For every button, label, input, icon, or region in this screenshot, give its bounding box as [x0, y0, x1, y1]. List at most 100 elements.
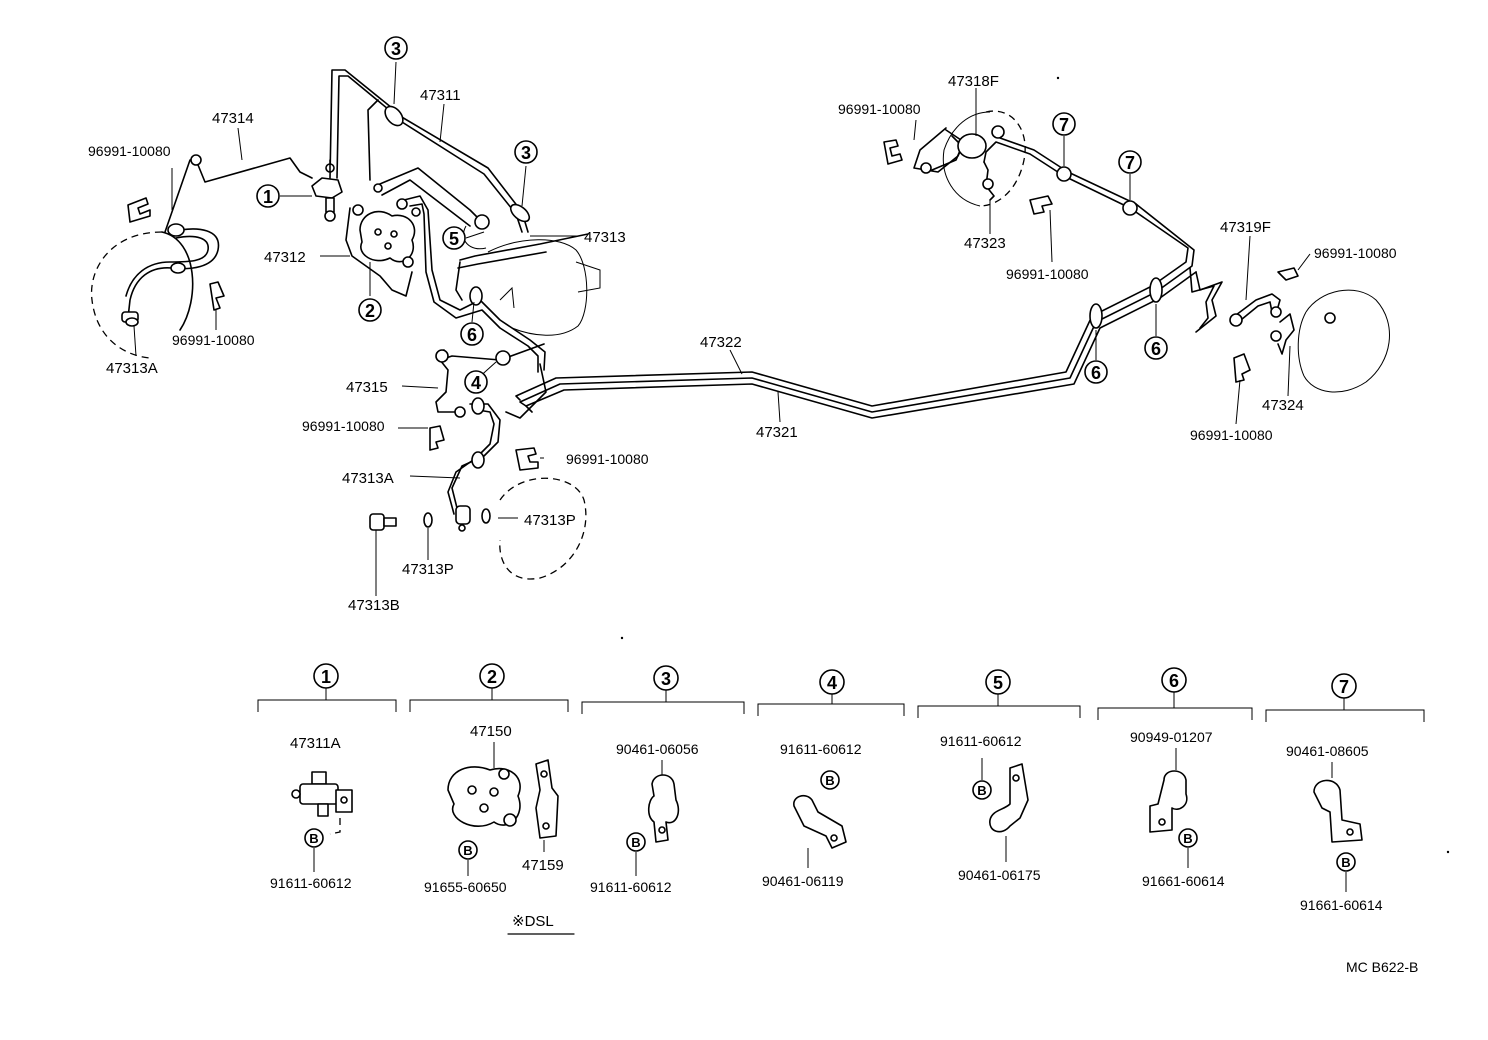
pipe-47315 — [435, 343, 545, 418]
bolt-mark: B — [1336, 852, 1356, 872]
group-brackets — [257, 688, 1425, 722]
label-clip-96991-10080: 96991-10080 — [88, 143, 171, 159]
svg-text:B: B — [825, 773, 834, 788]
rear-right-drum — [1270, 289, 1390, 393]
pipe-clamp-icon — [989, 763, 1029, 833]
part-91661-60614: 91661-60614 — [1142, 873, 1225, 889]
part-90461-08605: 90461-08605 — [1286, 743, 1369, 759]
clip-icon — [515, 447, 539, 471]
junction-block-icon — [291, 771, 353, 817]
pipe-47311 — [329, 69, 531, 233]
svg-text:B: B — [1341, 855, 1350, 870]
part-47311A: 47311A — [290, 735, 341, 752]
label-clip-96991-10080: 96991-10080 — [1314, 245, 1397, 261]
label-47323: 47323 — [964, 235, 1006, 252]
group-5-number: 5 — [985, 669, 1011, 695]
callout-6: 6 — [460, 322, 484, 346]
part-47150: 47150 — [470, 723, 512, 740]
svg-text:1: 1 — [321, 667, 331, 687]
callout-3: 3 — [384, 36, 408, 60]
front-right-brake-disc — [499, 477, 587, 580]
group-6-number: 6 — [1161, 667, 1187, 693]
bolt-mark: B — [972, 780, 992, 800]
proportioning-valve — [352, 183, 421, 268]
part-91655-60650: 91655-60650 — [424, 879, 507, 895]
label-clip-96991-10080: 96991-10080 — [302, 418, 385, 434]
bolt-mark: B — [458, 840, 478, 860]
label-47311: 47311 — [420, 87, 461, 104]
svg-text:2: 2 — [487, 667, 497, 687]
label-47314: 47314 — [212, 110, 254, 127]
label-clip-96991-10080: 96991-10080 — [172, 332, 255, 348]
clip-icon — [1029, 195, 1053, 215]
svg-text:7: 7 — [1339, 677, 1349, 697]
part-91611-60612: 91611-60612 — [940, 733, 1022, 749]
svg-text:5: 5 — [993, 673, 1003, 693]
group-3-number: 3 — [653, 665, 679, 691]
group-2-number: 2 — [479, 663, 505, 689]
pipe-rear-47319F — [1189, 267, 1282, 333]
part-47159: 47159 — [522, 857, 564, 874]
callout-4: 4 — [464, 370, 488, 394]
group-7-number: 7 — [1331, 673, 1357, 699]
svg-text:2: 2 — [365, 301, 375, 321]
part-90949-01207: 90949-01207 — [1130, 729, 1213, 745]
svg-text:3: 3 — [391, 39, 401, 59]
booster-outline — [463, 225, 601, 336]
svg-text:6: 6 — [1169, 671, 1179, 691]
clip-icon — [1233, 353, 1251, 383]
svg-text:3: 3 — [521, 143, 531, 163]
svg-text:B: B — [1183, 831, 1192, 846]
label-47313A: 47313A — [342, 470, 394, 487]
pipe-47314 — [164, 154, 313, 233]
label-47313A: 47313A — [106, 360, 158, 377]
front-left-flex-hose — [121, 223, 220, 327]
bracket-47159-icon — [535, 759, 559, 839]
svg-text:6: 6 — [1151, 339, 1161, 359]
label-47315: 47315 — [346, 379, 388, 396]
label-clip-96991-10080: 96991-10080 — [1006, 266, 1089, 282]
front-left-brake-disc — [90, 231, 194, 359]
pipe-clamp-icon — [647, 774, 680, 843]
label-47318F: 47318F — [948, 73, 999, 90]
pipe-clamp-icon — [793, 794, 847, 849]
proportioning-valve-icon — [447, 766, 521, 827]
label-clip-96991-10080: 96991-10080 — [1190, 427, 1273, 443]
front-right-flex-hose — [447, 397, 501, 532]
pipe-rear-47318F — [983, 137, 1138, 216]
bolt-mark: B — [626, 832, 646, 852]
label-47313: 47313 — [584, 229, 626, 246]
pipe-47313 — [367, 99, 589, 373]
part-90461-06175: 90461-06175 — [958, 867, 1041, 883]
pipe-47323 — [982, 161, 995, 201]
svg-text:4: 4 — [827, 673, 837, 693]
rear-left-drum — [913, 110, 1026, 207]
clip-icon — [127, 197, 151, 223]
svg-text:B: B — [463, 843, 472, 858]
diagram-code: MC B622-B — [1346, 959, 1418, 975]
label-clip-96991-10080: 96991-10080 — [566, 451, 649, 467]
group-1-number: 1 — [313, 663, 339, 689]
bolt-mark: B — [304, 828, 324, 848]
bolt-mark: B — [820, 770, 840, 790]
part-91611-60612: 91611-60612 — [270, 875, 352, 891]
clip-icon — [1277, 267, 1299, 281]
svg-text:B: B — [977, 783, 986, 798]
pipe-47322-47321 — [505, 203, 1197, 419]
pipe-47312 — [345, 207, 413, 297]
label-47321: 47321 — [756, 424, 798, 441]
callout-7: 7 — [1052, 112, 1076, 136]
part-91611-60612: 91611-60612 — [590, 879, 672, 895]
label-47312: 47312 — [264, 249, 306, 266]
callout-6: 6 — [1144, 336, 1168, 360]
bolt-leader — [329, 818, 341, 835]
group-4-number: 4 — [819, 669, 845, 695]
pipe-clamp-icon — [1313, 779, 1363, 843]
part-90461-06056: 90461-06056 — [616, 741, 699, 757]
washer-47313P — [423, 508, 491, 528]
svg-text:7: 7 — [1059, 115, 1069, 135]
label-47313P: 47313P — [524, 512, 576, 529]
callout-7: 7 — [1118, 150, 1142, 174]
label-clip-96991-10080: 96991-10080 — [838, 101, 921, 117]
